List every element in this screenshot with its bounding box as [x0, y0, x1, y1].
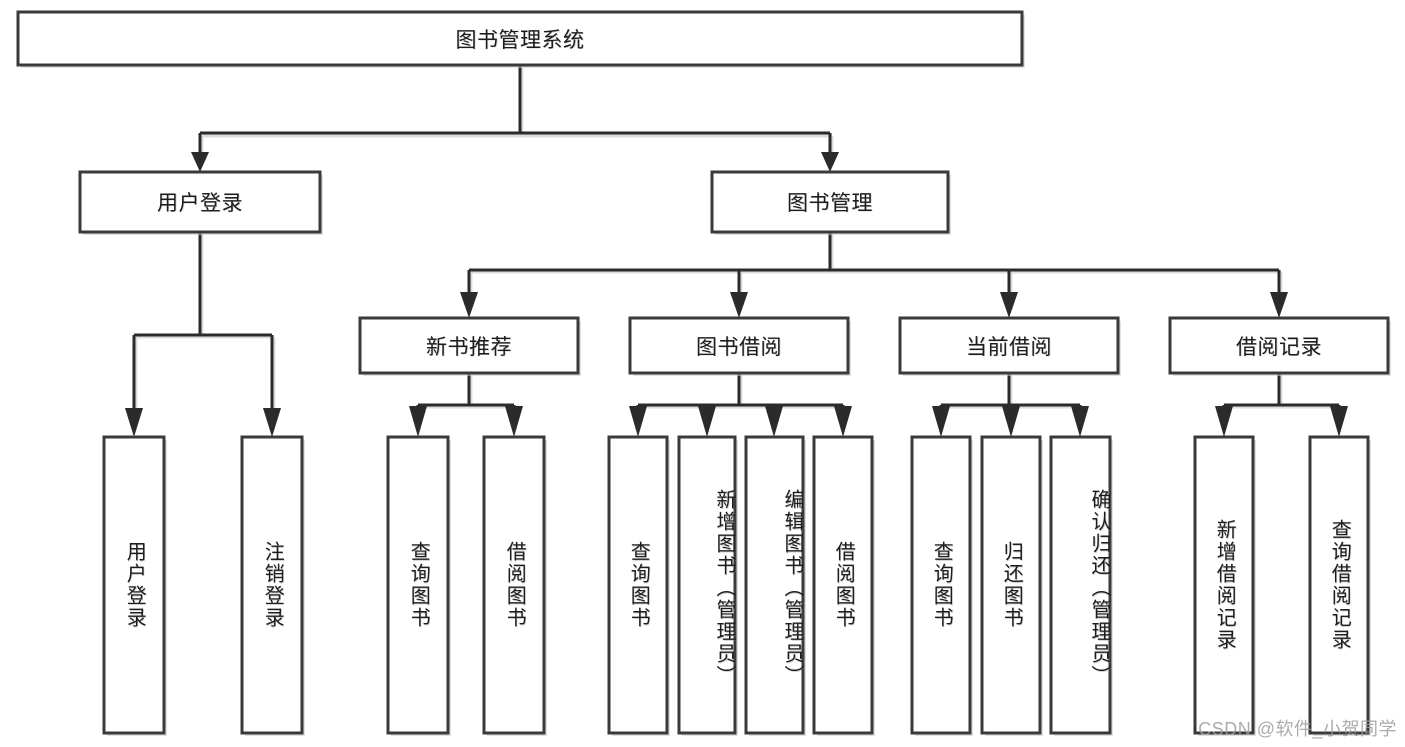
leaf-box-add-borrow-record[interactable]	[1193, 435, 1256, 736]
node-root[interactable]	[16, 10, 1025, 68]
leaf-box-user-login[interactable]	[102, 435, 167, 736]
connector-group-borrow-record	[1215, 373, 1348, 437]
arrow-head	[191, 152, 209, 172]
arrow-head	[834, 406, 852, 437]
arrow-head	[1270, 292, 1288, 318]
leaf-box-logout-login[interactable]	[240, 435, 305, 736]
watermark-text: CSDN @软件_小贺同学	[1198, 719, 1397, 739]
node-book-borrow[interactable]	[628, 316, 851, 376]
arrow-head	[1002, 406, 1020, 437]
leaf-box-edit-book-admin[interactable]	[744, 435, 806, 736]
arrow-head	[460, 292, 478, 318]
leaf-box-borrow-book-recommend[interactable]	[482, 435, 547, 736]
leaf-box-confirm-return-admin[interactable]	[1049, 435, 1113, 736]
connector-group-root	[191, 65, 839, 172]
arrow-head	[1000, 292, 1018, 318]
node-current-borrow[interactable]	[898, 316, 1121, 376]
connector-group-current-borrow	[932, 373, 1089, 437]
node-borrow-record[interactable]	[1168, 316, 1391, 376]
node-user-login[interactable]	[78, 170, 323, 235]
leaf-box-query-book-borrow[interactable]	[607, 435, 670, 736]
arrow-head	[765, 406, 783, 437]
arrow-head	[1215, 406, 1233, 437]
arrow-head	[1071, 406, 1089, 437]
arrow-head	[505, 406, 523, 437]
arrow-head	[125, 408, 143, 437]
connector-group-book-mgmt	[460, 232, 1288, 318]
leaf-box-return-book[interactable]	[980, 435, 1043, 736]
arrow-head	[698, 406, 716, 437]
connector-group-new-book	[409, 373, 523, 437]
arrow-head	[821, 152, 839, 172]
leaf-box-query-book-current[interactable]	[910, 435, 973, 736]
leaf-box-query-book-recommend[interactable]	[386, 435, 451, 736]
connector-group-user-login	[125, 232, 281, 437]
connector-group-book-borrow	[629, 373, 852, 437]
leaf-box-borrow-book[interactable]	[812, 435, 875, 736]
arrow-head	[629, 406, 647, 437]
node-book-management[interactable]	[710, 170, 951, 235]
leaf-box-add-book-admin[interactable]	[677, 435, 738, 736]
arrow-head	[263, 408, 281, 437]
arrow-head	[1330, 406, 1348, 437]
node-new-book-recommend[interactable]	[358, 316, 581, 376]
arrow-head	[409, 406, 427, 437]
leaf-box-query-borrow-record[interactable]	[1308, 435, 1371, 736]
arrow-head	[730, 292, 748, 318]
arrow-head	[932, 406, 950, 437]
